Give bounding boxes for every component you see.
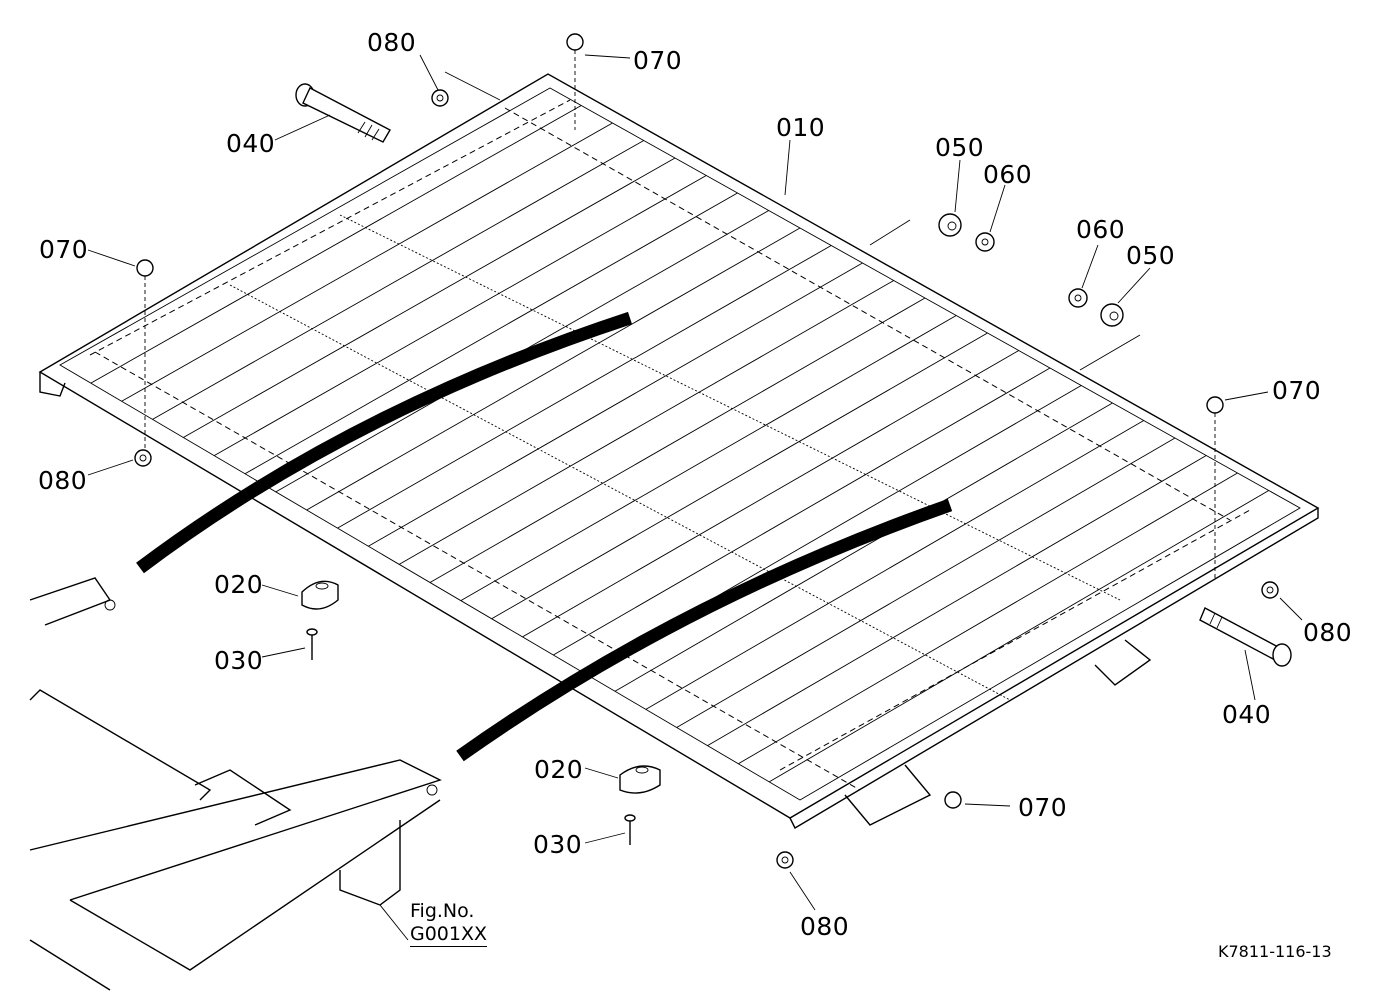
callout-010: 010 (776, 113, 826, 142)
floor-panel (38, 73, 1320, 829)
callout-020-left: 020 (214, 570, 264, 599)
callout-020-mid: 020 (534, 755, 584, 784)
callout-070-top: 070 (633, 46, 683, 75)
panel-rib (398, 280, 894, 565)
panel-rib (429, 297, 926, 583)
callout-070-bottom: 070 (1018, 793, 1068, 822)
figure-reference: Fig.No. G001XX (410, 900, 488, 947)
callout-040-right: 040 (1222, 700, 1272, 729)
bolt-040-right (1199, 607, 1292, 667)
spacers-screws (301, 580, 661, 845)
callout-080-right: 080 (1303, 618, 1353, 647)
fasteners (134, 33, 1279, 869)
panel-rib (121, 122, 613, 402)
callout-050-mid: 050 (1126, 241, 1176, 270)
panel-rib (707, 455, 1207, 747)
panel-rib (244, 192, 738, 475)
callout-030-mid: 030 (533, 830, 583, 859)
callout-080-top: 080 (367, 28, 417, 57)
chassis-frame (29, 577, 442, 991)
callout-080-left: 080 (38, 466, 88, 495)
panel-rib (368, 262, 863, 547)
panel-rib (152, 140, 644, 420)
figure-ref-line2: G001XX (410, 922, 488, 947)
panel-rib (337, 245, 832, 529)
callout-040-left: 040 (226, 129, 276, 158)
panel-rib (553, 367, 1051, 656)
panel-rib (491, 332, 988, 620)
panel-rib (522, 350, 1019, 638)
panel-rib (306, 227, 801, 511)
callout-060-mid: 060 (1076, 215, 1126, 244)
panel-rib (183, 157, 676, 438)
callout-030-left: 030 (214, 646, 264, 675)
assembly-arrows (136, 311, 953, 762)
callout-050-top: 050 (935, 133, 985, 162)
panel-rib (213, 175, 707, 457)
callout-070-right: 070 (1272, 376, 1322, 405)
panel-rib (768, 490, 1269, 783)
nuts-050-060 (938, 213, 1124, 327)
panel-rib (738, 472, 1238, 765)
panel-rib (614, 402, 1113, 692)
panel-rib (90, 105, 582, 384)
leader-lines (87, 54, 1303, 941)
bolt-040-left (295, 83, 391, 143)
panel-rib (676, 437, 1176, 728)
callout-070-left: 070 (39, 235, 89, 264)
figure-ref-line1: Fig.No. (410, 900, 475, 922)
callout-060-top: 060 (983, 160, 1033, 189)
drawing-code: K7811-116-13 (1218, 942, 1332, 961)
panel-rib (460, 315, 957, 602)
callout-080-bottom: 080 (800, 912, 850, 941)
panel-rib (645, 420, 1144, 710)
